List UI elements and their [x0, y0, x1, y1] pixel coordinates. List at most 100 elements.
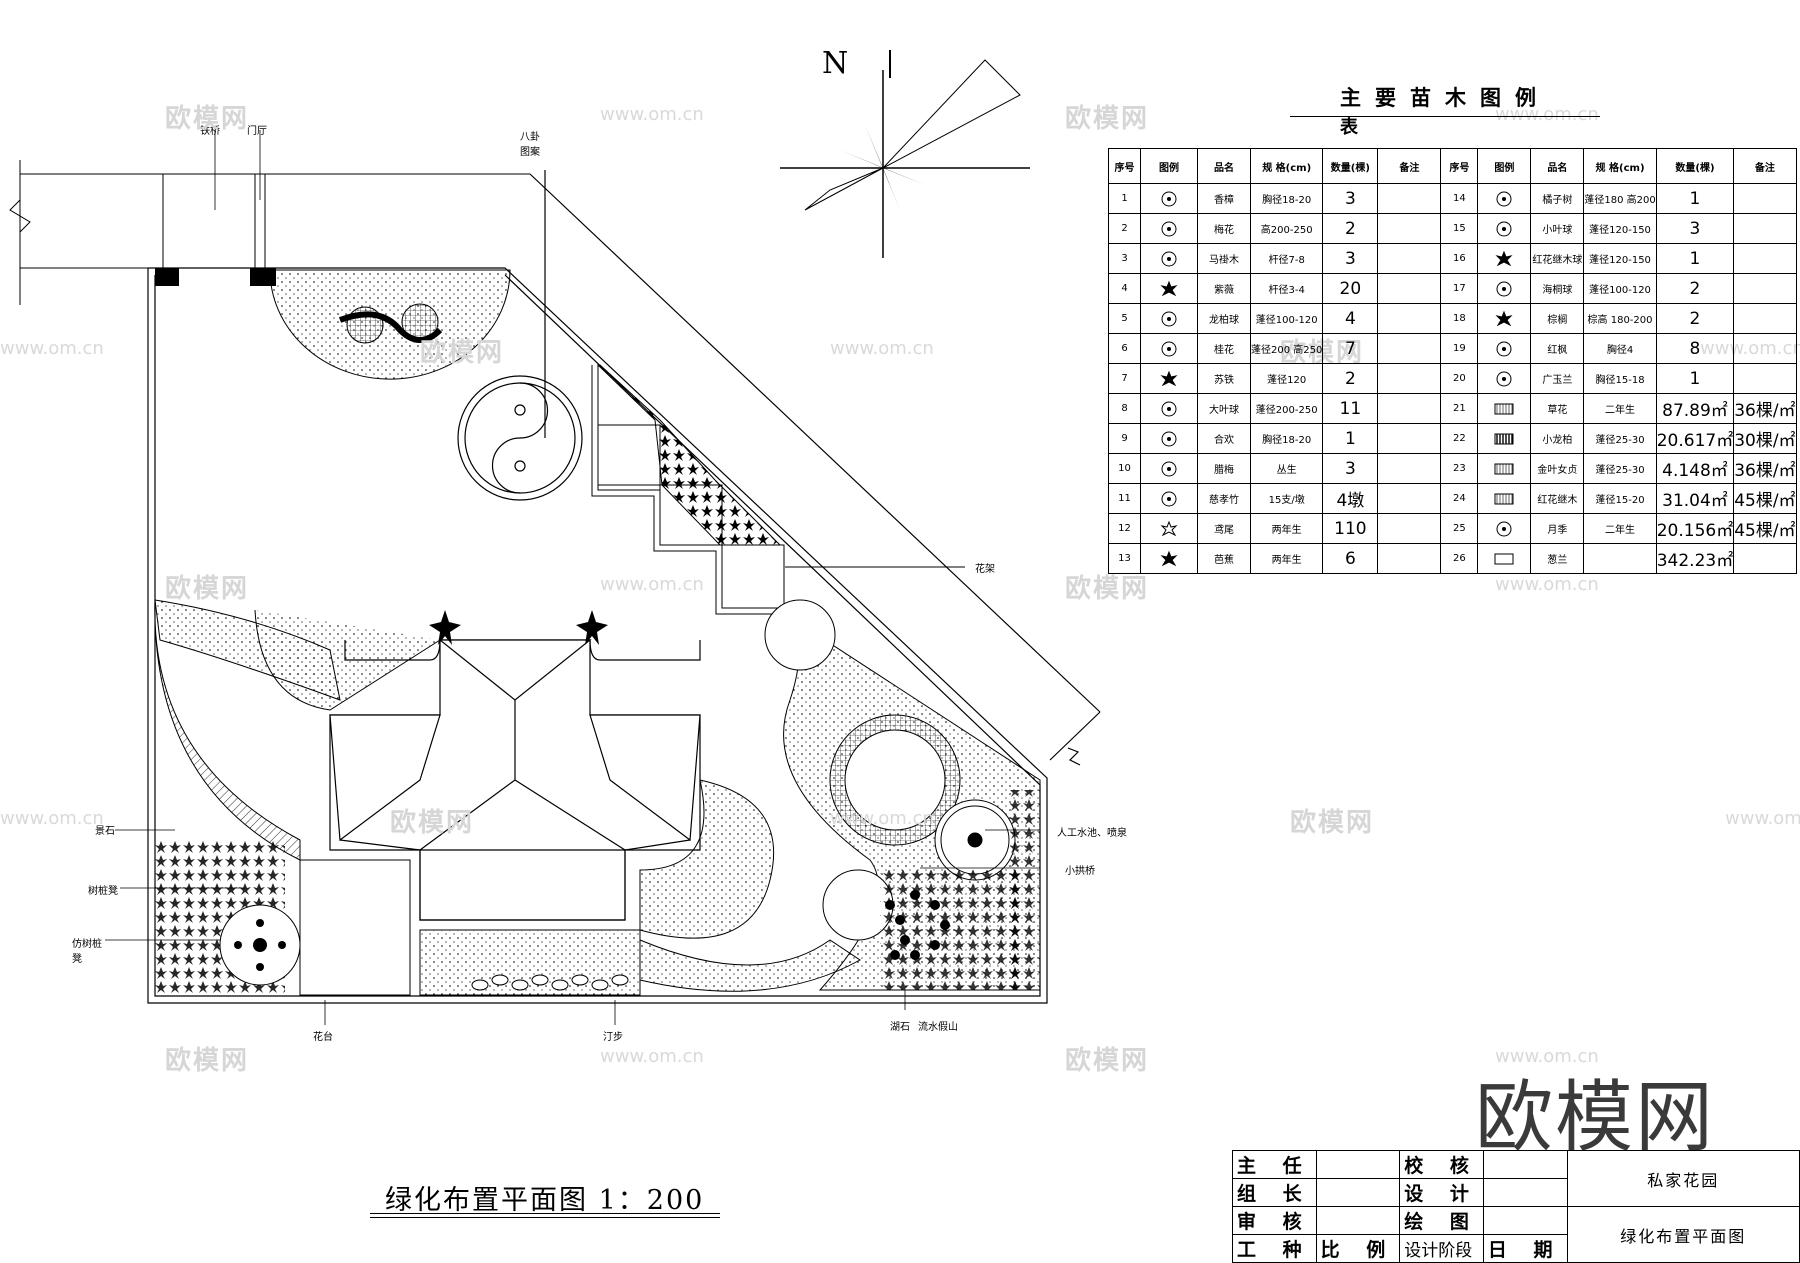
label-gate: 门厅 [247, 126, 267, 137]
watermark-brand: 欧模网 [1065, 574, 1150, 604]
legend-no: 11 [1108, 483, 1141, 514]
legend-name: 梅花 [1197, 213, 1251, 244]
legend-note: 45棵/㎡ [1733, 513, 1797, 544]
double-ring-icon [1161, 401, 1177, 416]
watermark-brand: 欧模网 [390, 808, 475, 838]
legend-qty: 110 [1322, 513, 1379, 544]
legend-note [1377, 543, 1442, 574]
legend-spec: 杆径3-4 [1249, 273, 1324, 304]
legend-qty: 11 [1322, 393, 1379, 424]
label-flower-bed: 花台 [313, 1032, 333, 1043]
legend-symbol [1140, 243, 1198, 274]
legend-symbol [1140, 543, 1198, 574]
legend-no: 8 [1108, 393, 1141, 424]
watermark-url: www.om.cn [600, 574, 704, 595]
lawn-hatch-icon [1494, 403, 1514, 414]
tb-date: 日 期 [1482, 1234, 1568, 1263]
legend-no: 10 [1108, 453, 1141, 484]
legend-name: 大叶球 [1197, 393, 1251, 424]
legend-spec: 蓬径120-150 [1583, 213, 1657, 244]
label-pond-fountain: 人工水池、喷泉 [1057, 828, 1127, 839]
label-bagua: 八卦图案 [520, 132, 540, 158]
legend-spec: 蓬径25-30 [1583, 453, 1657, 484]
legend-symbol [1140, 513, 1198, 544]
legend-qty: 20.156㎡ [1655, 513, 1735, 544]
legend-spec: 蓬径100-120 [1583, 273, 1657, 304]
legend-qty: 6 [1322, 543, 1379, 574]
legend-name: 腊梅 [1197, 453, 1251, 484]
east-shrubs [880, 790, 1040, 990]
legend-title-rule [1290, 116, 1600, 117]
west-beds [154, 599, 441, 995]
legend-note [1377, 453, 1442, 484]
watermark-url: www.om.cn [0, 338, 104, 359]
legend-note [1733, 213, 1797, 244]
leaf-ball-icon [1496, 221, 1512, 236]
legend-title-line2: 表 [1340, 117, 1358, 138]
watermark-url: www.om.cn [1725, 808, 1800, 829]
header-cell: 数量(棵) [1322, 148, 1379, 184]
legend-no: 12 [1108, 513, 1141, 544]
drawing-title-rule [370, 1213, 720, 1214]
legend-no: 2 [1108, 213, 1141, 244]
house-footprint [329, 639, 701, 921]
legend-no: 15 [1440, 213, 1479, 244]
legend-no: 21 [1440, 393, 1479, 424]
legend-symbol [1477, 243, 1532, 274]
tb-sheet: 绿化布置平面图 [1566, 1206, 1800, 1263]
magnolia-icon [1496, 371, 1512, 386]
tb-cell [1482, 1150, 1568, 1179]
legend-name: 小叶球 [1530, 213, 1585, 244]
legend-name: 橘子树 [1530, 183, 1585, 214]
pittosporum-icon [1496, 281, 1512, 296]
tb-scale: 比 例 [1315, 1234, 1401, 1263]
spoke-circle-icon [1161, 221, 1177, 236]
legend-name: 合欢 [1197, 423, 1251, 454]
legend-qty: 342.23㎡ [1655, 543, 1735, 574]
legend-no: 1 [1108, 183, 1141, 214]
legend-name: 芭蕉 [1197, 543, 1251, 574]
legend-symbol [1140, 273, 1198, 304]
legend-note: 36棵/㎡ [1733, 393, 1797, 424]
legend-symbol [1140, 363, 1198, 394]
legend-qty: 87.89㎡ [1655, 393, 1735, 424]
legend-note [1377, 303, 1442, 334]
label-faux-tree-stool: 仿树桩凳 [72, 939, 102, 965]
legend-symbol [1477, 363, 1532, 394]
legend-qty: 1 [1322, 423, 1379, 454]
header-cell: 备注 [1733, 148, 1797, 184]
legend-spec: 丛生 [1249, 453, 1324, 484]
label-arch-bridge: 小拱桥 [1065, 866, 1095, 877]
watermark-brand: 欧模网 [165, 1046, 250, 1076]
watermark-url: www.om.cn [830, 808, 934, 829]
header-cell: 品名 [1530, 148, 1585, 184]
gate-pillar-right [250, 268, 276, 286]
legend-name: 桂花 [1197, 333, 1251, 364]
tb-cell [1315, 1178, 1401, 1207]
legend-no: 18 [1440, 303, 1479, 334]
legend-qty: 4 [1322, 303, 1379, 334]
tb-trade: 工 种 [1232, 1234, 1317, 1263]
legend-qty: 4墩 [1322, 483, 1379, 514]
legend-symbol [1140, 423, 1198, 454]
rockery [885, 890, 950, 960]
dark-hatch-icon [1494, 433, 1514, 444]
tb-director: 主 任 [1232, 1150, 1317, 1179]
legend-qty: 2 [1655, 303, 1735, 334]
legend-symbol [1477, 393, 1532, 424]
legend-note [1377, 423, 1442, 454]
legend-qty: 4.148㎡ [1655, 453, 1735, 484]
legend-symbol [1477, 513, 1532, 544]
palm-icon [1495, 310, 1513, 326]
legend-note [1733, 333, 1797, 364]
legend-qty: 2 [1322, 363, 1379, 394]
legend-symbol [1140, 183, 1198, 214]
legend-note [1377, 483, 1442, 514]
legend-note: 45棵/㎡ [1733, 483, 1797, 514]
rose-icon [1496, 521, 1512, 536]
